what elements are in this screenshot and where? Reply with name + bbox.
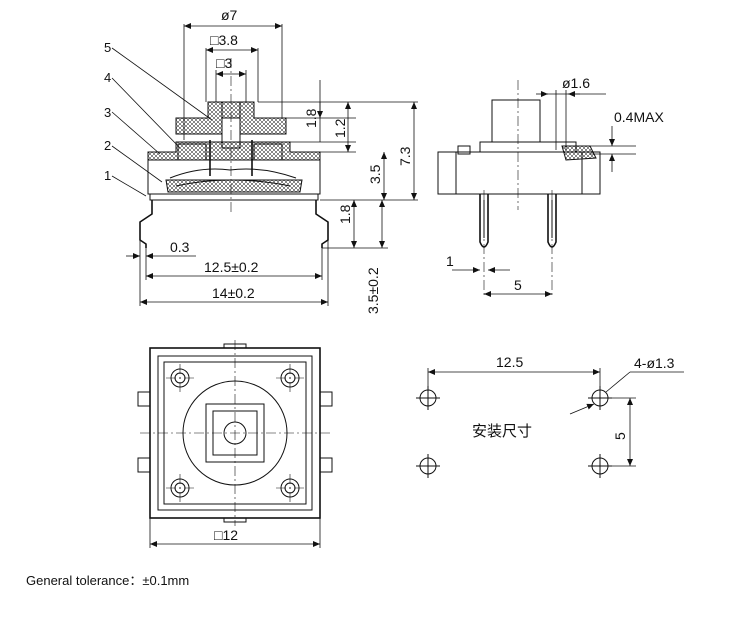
dim-d16: ø1.6 <box>562 75 590 91</box>
bottom-view: □12 <box>137 340 333 548</box>
dim-h12: 1.2 <box>332 118 348 138</box>
front-section-view: 5 4 3 2 1 ø7 □3.8 □3 1.8 1.2 3.5 <box>104 7 418 314</box>
part-label-3: 3 <box>104 105 111 120</box>
part-label-5: 5 <box>104 40 111 55</box>
dim-sq12: □12 <box>214 527 238 543</box>
dim-pitch5: 5 <box>514 277 522 293</box>
part-label-2: 2 <box>104 138 111 153</box>
dim-h35pin: 3.5±0.2 <box>365 267 381 314</box>
dim-max04: 0.4MAX <box>614 109 664 125</box>
part-label-1: 1 <box>104 168 111 183</box>
dim-h18: 1.8 <box>303 108 319 128</box>
dim-d7: ø7 <box>221 7 238 23</box>
mounting-title: 安装尺寸 <box>472 422 532 440</box>
dim-pin1: 1 <box>446 253 454 269</box>
side-view: ø1.6 0.4MAX 1 5 <box>437 75 664 297</box>
dim-h18b: 1.8 <box>337 204 353 224</box>
dim-h73: 7.3 <box>397 146 413 166</box>
general-tolerance-note: General tolerance：±0.1mm <box>26 573 190 588</box>
dim-h5: 5 <box>612 432 628 440</box>
part-label-4: 4 <box>104 70 111 85</box>
dim-mount-w125: 12.5 <box>496 354 523 370</box>
dim-h35: 3.5 <box>367 164 383 184</box>
part-leaders: 5 4 3 2 1 <box>104 40 213 197</box>
dim-t03: 0.3 <box>170 239 190 255</box>
mounting-hole-layout: 12.5 4-ø1.3 5 安装尺寸 <box>416 354 684 478</box>
dim-w125: 12.5±0.2 <box>204 259 259 275</box>
dim-sq38: □3.8 <box>210 32 238 48</box>
dim-sq3: □3 <box>216 55 232 71</box>
dim-holes: 4-ø1.3 <box>634 355 675 371</box>
dim-w14: 14±0.2 <box>212 285 255 301</box>
